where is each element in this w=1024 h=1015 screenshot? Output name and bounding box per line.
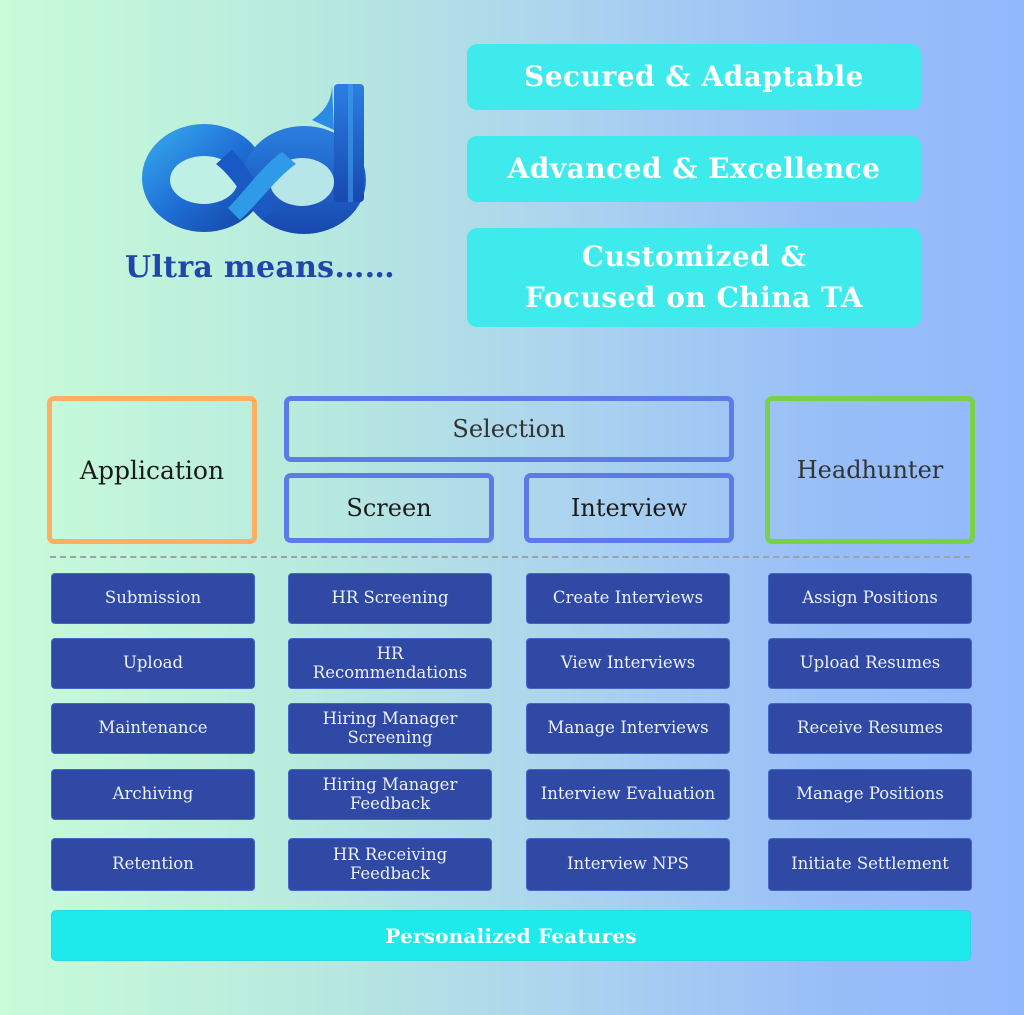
feature-label-line-1: HR [376, 643, 404, 663]
feature-submission[interactable]: Submission [51, 573, 255, 624]
personalized-features-label: Personalized Features [385, 923, 637, 948]
category-label: Headhunter [796, 456, 944, 484]
feature-maintenance[interactable]: Maintenance [51, 703, 255, 754]
feature-manage-interviews[interactable]: Manage Interviews [526, 703, 730, 754]
category-label: Interview [570, 494, 688, 522]
feature-label-line-2: Recommendations [312, 662, 468, 682]
feature-label: Upload Resumes [799, 653, 941, 673]
feature-label: Receive Resumes [797, 718, 943, 738]
feature-initiate-settlement[interactable]: Initiate Settlement [768, 838, 972, 891]
feature-create-interviews[interactable]: Create Interviews [526, 573, 730, 624]
category-interview: Interview [524, 473, 734, 543]
category-label: Selection [452, 415, 566, 443]
category-application: Application [47, 396, 257, 544]
value-pill-advanced-excellence: Advanced & Excellence [467, 136, 921, 202]
feature-label: Manage Positions [796, 784, 944, 804]
feature-label: Submission [104, 588, 202, 608]
tagline: Ultra means…… [125, 250, 395, 285]
feature-retention[interactable]: Retention [51, 838, 255, 891]
feature-label-line-1: HR Receiving [332, 844, 448, 864]
feature-hr-screening[interactable]: HR Screening [288, 573, 492, 624]
category-headhunter: Headhunter [765, 396, 975, 544]
feature-label: Upload [122, 653, 184, 673]
category-selection: Selection [284, 396, 734, 462]
feature-assign-positions[interactable]: Assign Positions [768, 573, 972, 624]
personalized-features-bar[interactable]: Personalized Features [51, 910, 971, 961]
feature-label: HR Screening [331, 588, 449, 608]
feature-label: View Interviews [560, 653, 696, 673]
feature-label: Initiate Settlement [791, 854, 949, 874]
feature-upload[interactable]: Upload [51, 638, 255, 689]
feature-receive-resumes[interactable]: Receive Resumes [768, 703, 972, 754]
feature-label: Manage Interviews [547, 718, 709, 738]
value-pill-text-line-2: Focused on China TA [524, 280, 864, 314]
feature-upload-resumes[interactable]: Upload Resumes [768, 638, 972, 689]
feature-label: Interview Evaluation [540, 784, 716, 804]
feature-label: Interview NPS [566, 854, 689, 874]
logo [136, 80, 376, 236]
feature-label: Archiving [112, 784, 194, 804]
value-pill-text: Advanced & Excellence [507, 151, 881, 185]
value-pill-text: Secured & Adaptable [524, 59, 864, 93]
feature-interview-evaluation[interactable]: Interview Evaluation [526, 769, 730, 820]
feature-label-line-1: Hiring Manager [322, 708, 458, 728]
infinity-d-logo-icon [142, 84, 366, 234]
value-pill-customized-focused: Customized & Focused on China TA [467, 228, 921, 327]
value-pill-secured-adaptable: Secured & Adaptable [467, 44, 921, 110]
value-pill-text-line-1: Customized & [581, 239, 807, 273]
feature-view-interviews[interactable]: View Interviews [526, 638, 730, 689]
feature-label: Create Interviews [552, 588, 704, 608]
dashed-divider [50, 556, 970, 558]
feature-label-line-2: Feedback [349, 793, 431, 813]
feature-label: Maintenance [98, 718, 208, 738]
feature-label-line-2: Screening [347, 727, 433, 747]
category-label: Application [79, 455, 225, 485]
feature-label-line-2: Feedback [349, 863, 431, 883]
category-screen: Screen [284, 473, 494, 543]
feature-archiving[interactable]: Archiving [51, 769, 255, 820]
category-label: Screen [346, 494, 432, 522]
feature-label: Assign Positions [802, 588, 938, 608]
feature-label-line-1: Hiring Manager [322, 774, 458, 794]
feature-interview-nps[interactable]: Interview NPS [526, 838, 730, 891]
feature-manage-positions[interactable]: Manage Positions [768, 769, 972, 820]
feature-label: Retention [112, 854, 194, 874]
